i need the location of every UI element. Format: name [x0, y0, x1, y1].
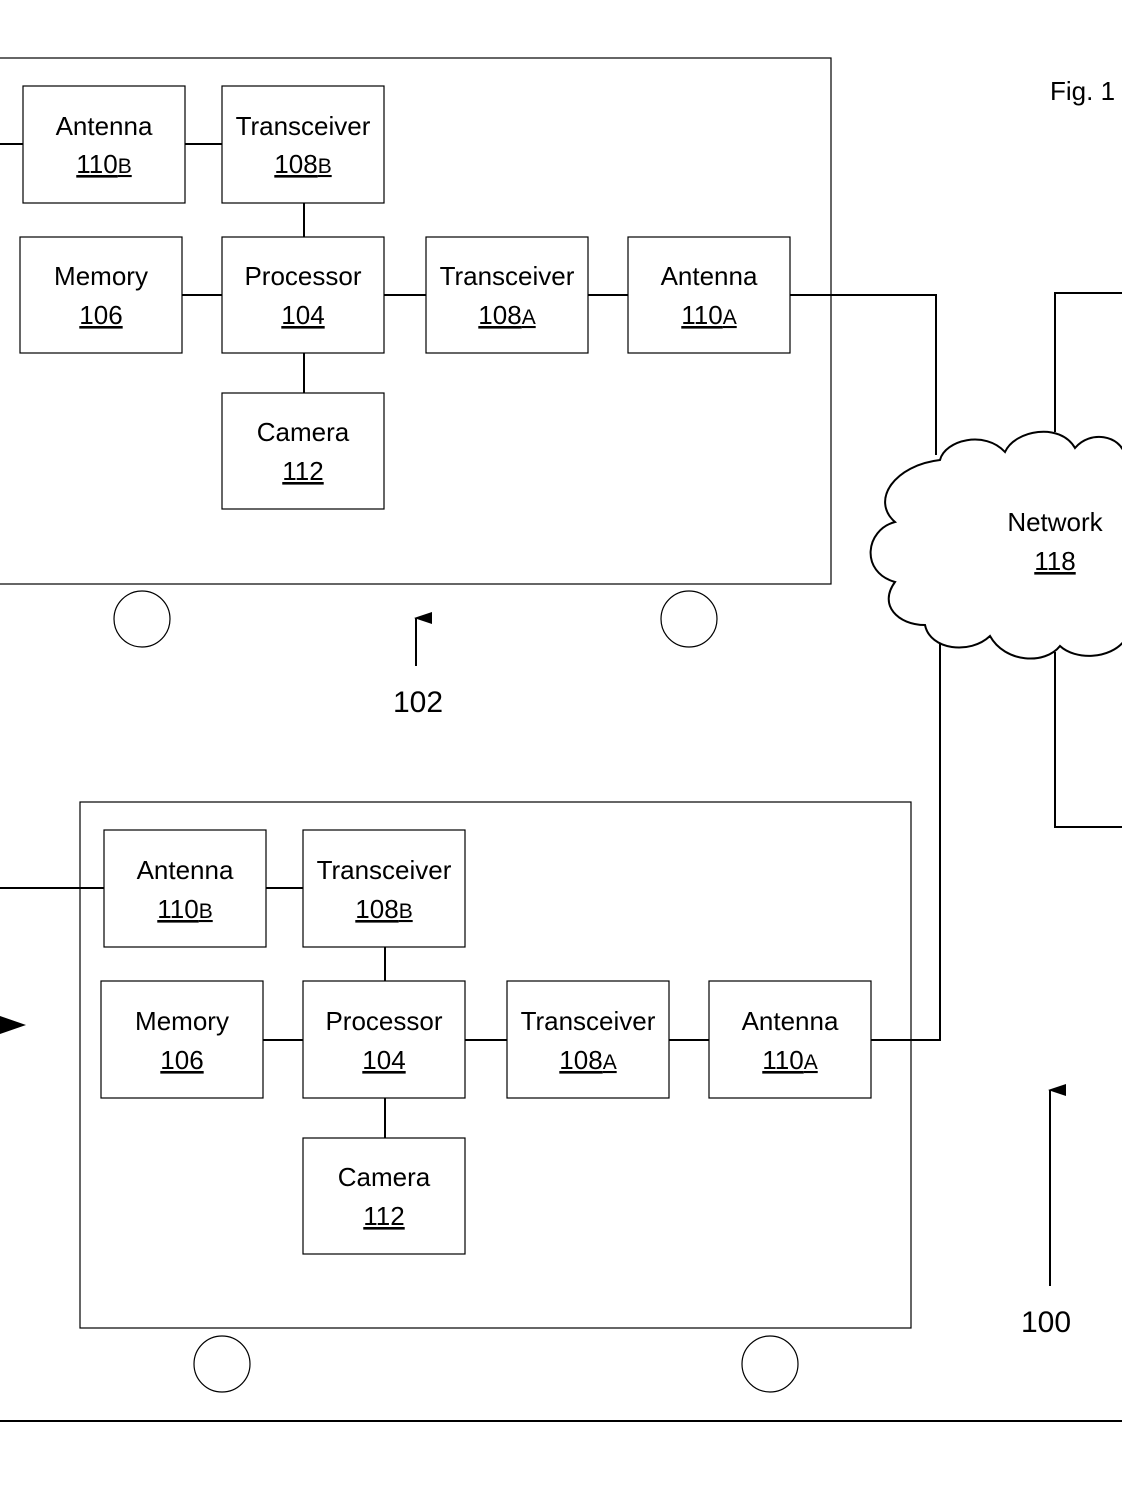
svg-text:110B: 110B [157, 894, 212, 924]
svg-text:Processor: Processor [325, 1006, 442, 1036]
svg-text:110A: 110A [762, 1045, 817, 1075]
svg-text:118: 118 [1034, 546, 1075, 576]
processor-block: Processor 104 [302, 980, 466, 1099]
transceiver-a-block: Transceiver 108A [425, 236, 589, 354]
transceiver-b-block: Transceiver 108B [221, 85, 385, 204]
svg-text:Network: Network [1007, 507, 1103, 537]
antenna-b-block: Antenna 110B [22, 85, 186, 204]
svg-text:Processor: Processor [244, 261, 361, 291]
vehicle-top-ref: 102 [393, 686, 443, 719]
antenna-b-block: Antenna 110B [103, 829, 267, 948]
svg-text:110B: 110B [76, 149, 131, 179]
wheel-icon [741, 1335, 799, 1393]
svg-text:104: 104 [281, 300, 324, 330]
camera-block: Camera 112 [302, 1137, 466, 1255]
svg-text:110A: 110A [681, 300, 736, 330]
antenna-a-block: Antenna 110A [627, 236, 791, 354]
svg-text:106: 106 [79, 300, 122, 330]
transceiver-a-block: Transceiver 108A [506, 980, 670, 1099]
svg-text:Transceiver: Transceiver [317, 855, 452, 885]
svg-text:Antenna: Antenna [661, 261, 758, 291]
arrow-right-icon [0, 1016, 26, 1034]
transceiver-b-block: Transceiver 108B [302, 829, 466, 948]
svg-text:106: 106 [160, 1045, 203, 1075]
partial-server-box [1054, 292, 1122, 432]
vehicle-top: Antenna 110B Transceiver 108B Memory 106… [0, 57, 832, 719]
antenna-a-block: Antenna 110A [708, 980, 872, 1099]
svg-text:108A: 108A [478, 300, 535, 330]
memory-block: Memory 106 [100, 980, 264, 1099]
network-cloud: Network 118 [869, 430, 1122, 660]
wheel-icon [113, 590, 171, 648]
vehicle-bottom: Antenna 110B Transceiver 108B Memory 106… [0, 801, 912, 1393]
processor-block: Processor 104 [221, 236, 385, 354]
figure-label: Fig. 1 [1050, 76, 1115, 106]
svg-text:Camera: Camera [338, 1162, 431, 1192]
svg-text:108B: 108B [274, 149, 331, 179]
svg-text:Transceiver: Transceiver [236, 111, 371, 141]
svg-text:Antenna: Antenna [56, 111, 153, 141]
svg-text:112: 112 [282, 456, 323, 486]
svg-text:112: 112 [363, 1201, 404, 1231]
svg-text:108A: 108A [559, 1045, 616, 1075]
svg-text:Transceiver: Transceiver [440, 261, 575, 291]
svg-text:Memory: Memory [135, 1006, 229, 1036]
wheel-icon [660, 590, 718, 648]
camera-block: Camera 112 [221, 392, 385, 510]
wheel-icon [193, 1335, 251, 1393]
svg-text:Antenna: Antenna [137, 855, 234, 885]
svg-text:108B: 108B [355, 894, 412, 924]
svg-text:Antenna: Antenna [742, 1006, 839, 1036]
system-ref: 100 [1021, 1306, 1071, 1339]
svg-text:104: 104 [362, 1045, 405, 1075]
svg-text:Memory: Memory [54, 261, 148, 291]
svg-text:Transceiver: Transceiver [521, 1006, 656, 1036]
memory-block: Memory 106 [19, 236, 183, 354]
svg-text:Camera: Camera [257, 417, 350, 447]
